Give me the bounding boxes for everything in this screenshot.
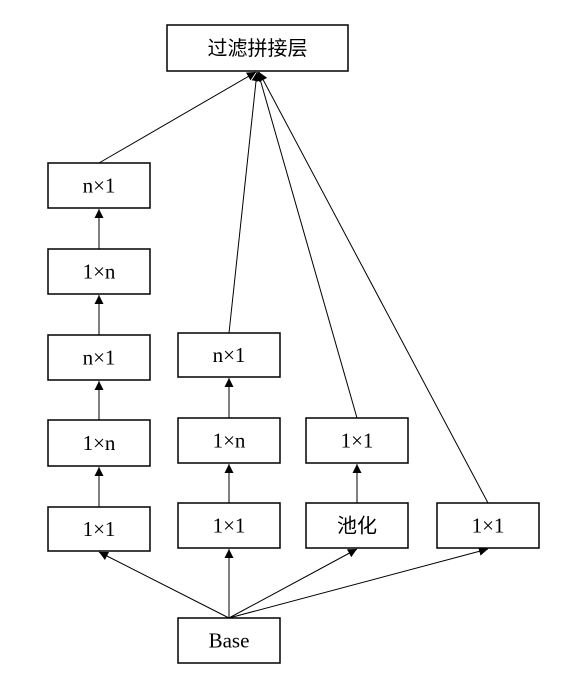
branch2-n-by-1-node: n×1 <box>177 332 281 378</box>
base-node: Base <box>177 617 281 664</box>
edge-base-to-b3_1 <box>228 548 358 619</box>
edge-b3_2-to-concat <box>256 71 358 419</box>
edge-base-to-b4_1 <box>228 546 489 619</box>
branch1-1-by-n-upper-node: 1×n <box>47 248 151 295</box>
filter-concat-node: 过滤拼接层 <box>166 24 349 72</box>
branch3-1-by-1-label: 1×1 <box>341 429 374 453</box>
branch2-1-by-n-label: 1×n <box>213 429 246 453</box>
edge-b1_5-to-concat <box>98 71 257 164</box>
filter-concat-label: 过滤拼接层 <box>208 36 308 60</box>
branch3-pooling-node: 池化 <box>305 502 409 549</box>
edge-b4_1-to-concat <box>258 71 489 504</box>
branch2-1-by-n-node: 1×n <box>177 417 281 464</box>
branch2-1-by-1-label: 1×1 <box>213 514 246 538</box>
edge-base-to-b1_1 <box>98 551 230 619</box>
edge-b2_3-to-concat <box>228 71 261 334</box>
branch1-n-by-1-lower-node: n×1 <box>47 334 151 381</box>
base-label: Base <box>209 629 250 653</box>
branch1-1-by-n-upper-label: 1×n <box>83 260 116 284</box>
branch4-1-by-1-node: 1×1 <box>436 502 540 549</box>
branch1-1-by-1-node: 1×1 <box>47 506 151 552</box>
branch4-1-by-1-label: 1×1 <box>472 514 505 538</box>
branch3-pooling-label: 池化 <box>337 514 377 538</box>
edges <box>94 71 489 619</box>
branch3-1-by-1-node: 1×1 <box>305 417 409 464</box>
branch1-1-by-n-lower-label: 1×n <box>83 431 116 455</box>
branch1-n-by-1-top-node: n×1 <box>47 162 151 209</box>
branch1-1-by-1-label: 1×1 <box>83 517 116 541</box>
branch1-n-by-1-top-label: n×1 <box>83 174 116 198</box>
branch1-1-by-n-lower-node: 1×n <box>47 419 151 467</box>
branch2-n-by-1-label: n×1 <box>213 343 246 367</box>
branch2-1-by-1-node: 1×1 <box>177 502 281 549</box>
branch1-n-by-1-lower-label: n×1 <box>83 346 116 370</box>
